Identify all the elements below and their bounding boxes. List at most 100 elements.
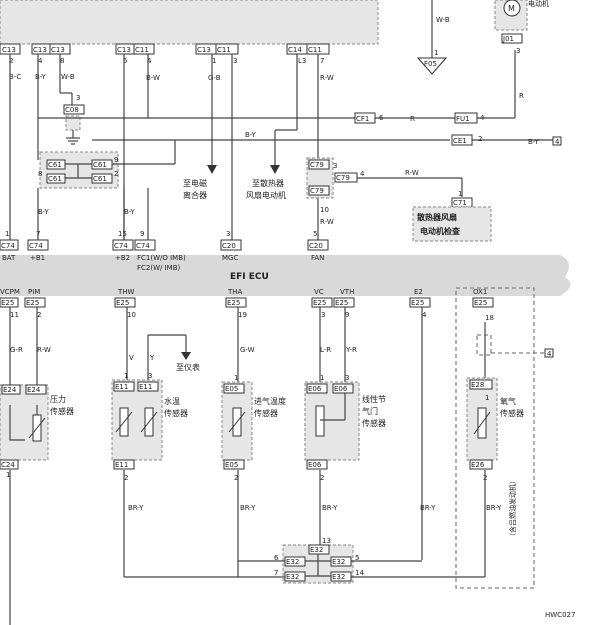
page-ref-box-2 — [544, 348, 554, 358]
intake-pin-1: 1 — [234, 374, 238, 382]
annotation-fan-check-1: 散热器风扇 — [417, 212, 457, 222]
wire-wb: W-B — [61, 73, 75, 81]
ecu-top-0-conn: C74 — [1, 242, 15, 250]
throttle-label-2: 气门 — [362, 406, 378, 416]
j01-id: J01 — [502, 35, 514, 43]
ecu-label: EFI ECU — [230, 272, 269, 282]
ecu-bot-1-sig: PIM — [28, 288, 40, 296]
c71-connector: 1 C71 — [451, 190, 473, 208]
annotation-clutch-1: 至电磁 — [183, 178, 207, 188]
top-conn-1-id: C13 — [33, 46, 47, 54]
pressure-bottom-conn: C24 — [1, 461, 15, 469]
annotation-fan-1: 至散热器 — [252, 178, 284, 188]
top-conn-8-pin: 7 — [320, 57, 324, 65]
throttle-pin-1: 1 — [320, 374, 324, 382]
e32-pin-14: 14 — [355, 569, 364, 577]
top-conn-7-pin: L3 — [298, 57, 306, 65]
cf1-id: CF1 — [356, 115, 369, 123]
ecu-top-4-num: 3 — [226, 230, 230, 238]
annotation-clutch-2: 离合器 — [183, 190, 207, 200]
wire-bry-3: BR-Y — [322, 504, 338, 512]
c61-id-a: C61 — [48, 161, 62, 169]
wire-by: B-Y — [35, 73, 46, 81]
throttle-label-3: 传感器 — [362, 418, 386, 428]
j01-wire: R — [519, 92, 524, 100]
wire-y-gauge: Y — [149, 354, 155, 362]
ecu-bot-1-conn: E25 — [26, 299, 39, 307]
sensor-coolant: E11 E11 1 3 E11 2 水温 传感器 — [111, 372, 188, 482]
ecu-top-5-conn: C20 — [309, 242, 323, 250]
pressure-pin-1: 1 — [6, 471, 10, 479]
wire-bry-4: BR-Y — [420, 504, 436, 512]
ecu-bottom-pins: VCPM PIM THW THA VC VTH E2 OX1 E25 E25 E… — [0, 288, 494, 322]
fan-check-box — [412, 206, 492, 242]
ecu-bot-3-sig: THA — [227, 288, 243, 296]
watermark: HWC027 — [545, 611, 575, 619]
sensor-intake: E05 1 E05 2 进气温度 传感器 — [221, 374, 286, 482]
ground-c08: C08 3 — [60, 92, 85, 145]
top-conn-4-pin: 4 — [147, 57, 152, 65]
e32-pin-13: 13 — [322, 537, 331, 545]
f05-wire: W-B — [436, 16, 450, 24]
f05-id: F05 — [424, 60, 437, 68]
c61-id-c: C61 — [48, 175, 62, 183]
pressure-top-conn: E24 — [3, 386, 17, 394]
e32-id-c: E32 — [286, 573, 299, 581]
ecu-top-4-sig: MGC — [222, 254, 238, 262]
wire-gw: G-W — [240, 346, 255, 354]
wire-bry-5: BR-Y — [486, 504, 502, 512]
ecu-top-pins: C74 1 BAT C74 7 +B1 C74 15 +B2 C74 9 FC1… — [0, 230, 329, 272]
wire-by-mid: B-Y — [245, 131, 256, 139]
arrow-clutch — [207, 165, 217, 174]
ecu-bot-2-sig: THW — [117, 288, 135, 296]
ecu-top-0-sig: BAT — [2, 254, 16, 262]
oxygen-box — [455, 287, 535, 589]
ecu-bot-7-conn: E25 — [474, 299, 487, 307]
ecu-bot-5-conn: E25 — [335, 299, 348, 307]
pressure-top-conn-b: E24 — [27, 386, 41, 394]
pressure-label-2: 传感器 — [50, 406, 74, 416]
intake-top-conn: E05 — [225, 385, 238, 393]
ecu-top-5-sig: FAN — [311, 254, 324, 262]
top-conn-4-id: C11 — [135, 46, 149, 54]
ecu-bot-3-conn: E25 — [227, 299, 240, 307]
sensor-oxygen: E28 1 E26 2 氧气 传感器 — [466, 377, 524, 482]
oxygen-dashed-connector — [476, 334, 492, 356]
wire-bry-1: BR-Y — [128, 504, 144, 512]
ecu-top-1-sig: +B1 — [30, 254, 45, 262]
ecu-bot-4-num: 3 — [321, 311, 325, 319]
throttle-label-1: 线性节 — [362, 394, 386, 404]
e32-pin-5: 5 — [355, 554, 359, 562]
wire-rw-fan: R-W — [320, 218, 334, 226]
ecu-band — [0, 255, 571, 296]
ecu-top-3-conn: C74 — [136, 242, 150, 250]
top-conn-7-id: C14 — [288, 46, 302, 54]
ecu-bot-6-num: 4 — [422, 311, 427, 319]
wire-yr: Y-R — [345, 346, 357, 354]
junction-c79: C79 C79 C79 3 4 10 — [306, 157, 365, 214]
top-conn-5-pin: 1 — [212, 57, 216, 65]
j01-pin: 3 — [516, 47, 520, 55]
top-conn-2-pin: 8 — [60, 57, 64, 65]
coolant-pin-2: 2 — [124, 474, 128, 482]
ecu-bot-6-conn: E25 — [411, 299, 424, 307]
ecu-bot-6-sig: E2 — [414, 288, 423, 296]
e32-pin-7: 7 — [274, 569, 278, 577]
ecu-top-3-sig-2: FC2(W/ IMB) — [137, 264, 181, 272]
c71-id: C71 — [453, 199, 467, 207]
throttle-pin-3: 3 — [345, 374, 349, 382]
annotation-gauge: 至仪表 — [176, 362, 200, 372]
oxygen-top-conn: E28 — [471, 381, 484, 389]
ecu-bot-2-num: 10 — [127, 311, 136, 319]
throttle-top-conn-b: E06 — [334, 385, 348, 393]
oxygen-label-2: 传感器 — [500, 408, 524, 418]
wire-gb: G-B — [208, 74, 221, 82]
ecu-bot-7-num: 18 — [485, 314, 494, 322]
junction-e32: E32 E32 E32 E32 E32 13 6 5 7 14 — [274, 537, 364, 584]
ecu-bot-5-sig: VTH — [340, 288, 354, 296]
ecu-top-2-sig: +B2 — [115, 254, 130, 262]
top-connectors: C13 2 C13 4 C13 8 C13 5 C11 4 C13 1 C11 … — [0, 43, 330, 65]
top-conn-3-pin: 5 — [123, 57, 127, 65]
c79-pin-3: 3 — [333, 162, 337, 170]
